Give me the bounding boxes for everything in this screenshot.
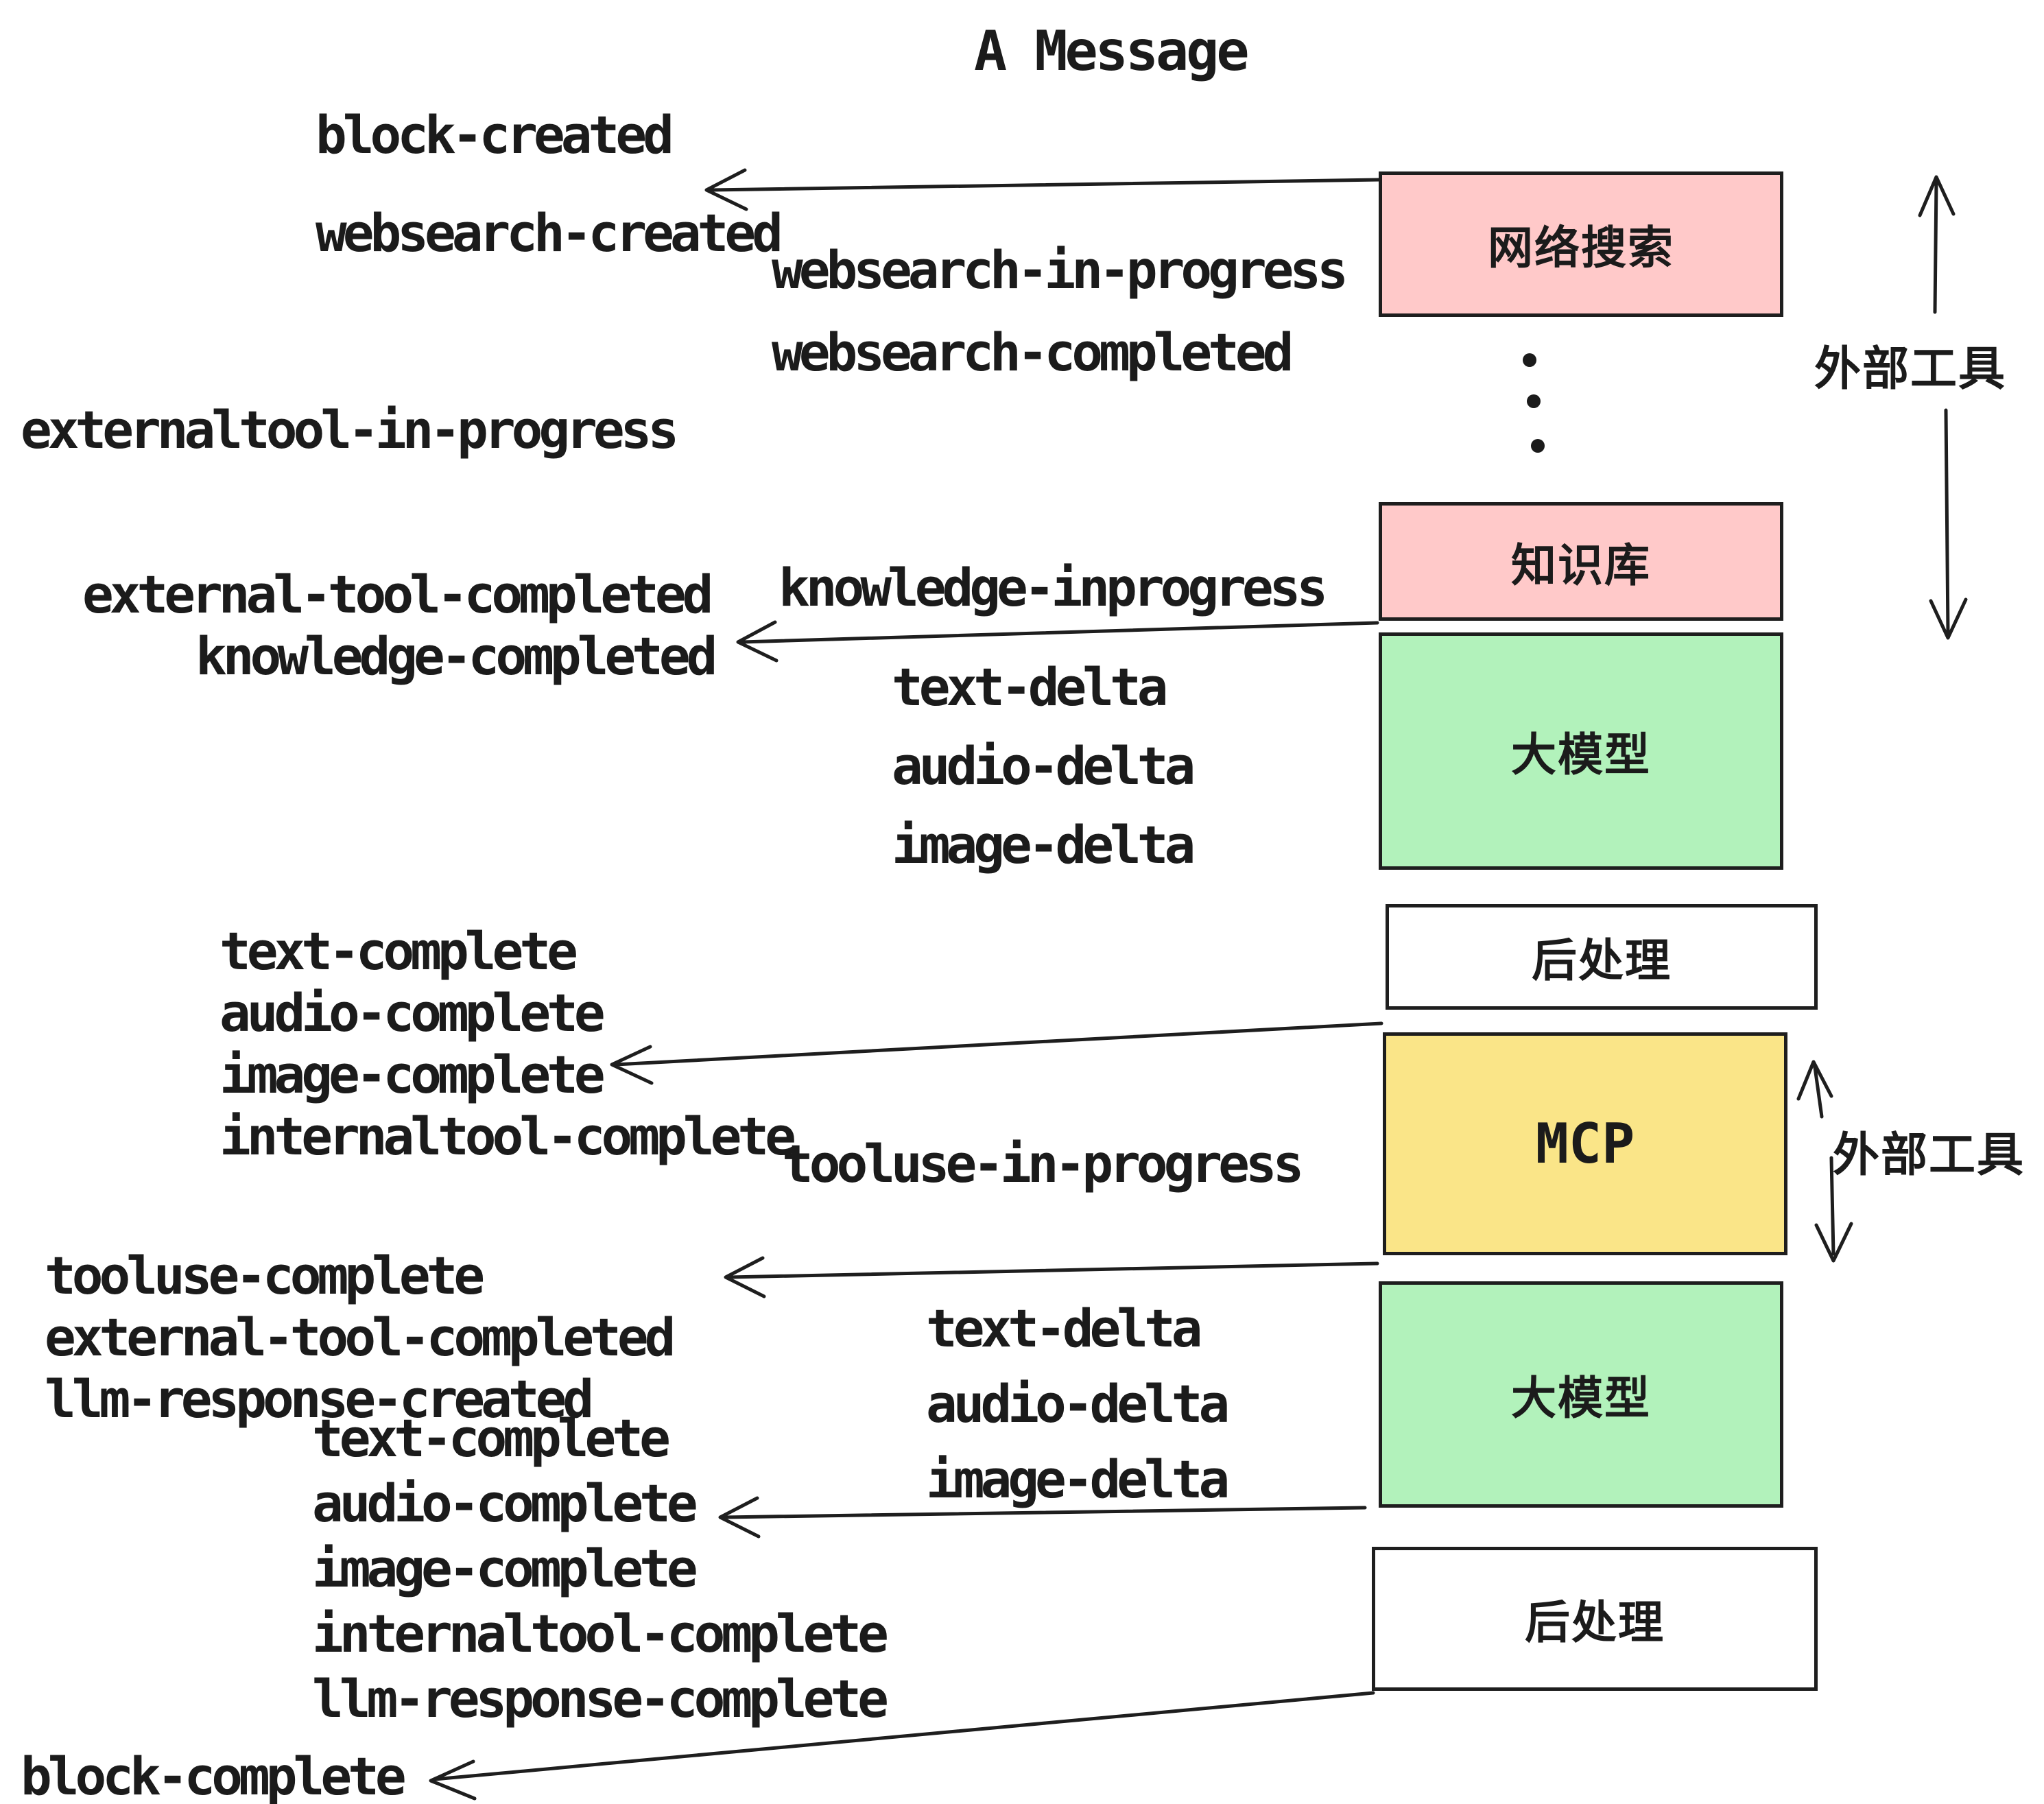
annotation-external-tools-1: 外部工具 xyxy=(1814,342,2007,396)
arrow-to-block-created xyxy=(704,168,1382,211)
event-internaltool-complete-1: internaltool-complete xyxy=(219,1106,796,1167)
event-text-complete-1: text-complete xyxy=(219,921,578,982)
arrow-to-audio-complete xyxy=(718,1496,1367,1539)
event-tooluse-complete: tooluse-complete xyxy=(45,1245,485,1306)
box-llm-2-label: 大模型 xyxy=(1511,1372,1651,1425)
event-audio-delta-1: audio-delta xyxy=(892,735,1196,796)
event-block-created: block-created xyxy=(316,104,674,165)
event-audio-complete-2: audio-complete xyxy=(312,1473,698,1534)
double-arrow-external-tools-2 xyxy=(1796,1060,1853,1263)
box-postprocess-1-label: 后处理 xyxy=(1532,934,1672,987)
page-title: A Message xyxy=(974,19,1249,83)
box-postprocess-2-label: 后处理 xyxy=(1525,1596,1665,1649)
arrow-to-block-complete xyxy=(429,1691,1375,1801)
box-mcp-label: MCP xyxy=(1535,1112,1635,1176)
event-llm-response-created: llm-response-created xyxy=(45,1368,594,1429)
arrow-to-tooluse-complete xyxy=(724,1256,1379,1298)
box-llm-1-label: 大模型 xyxy=(1511,728,1651,781)
event-external-tool-completed-1: external-tool-completed xyxy=(82,564,713,625)
double-arrow-external-tools-1 xyxy=(1918,175,1968,640)
event-websearch-completed: websearch-completed xyxy=(772,322,1294,383)
event-websearch-in-progress: websearch-in-progress xyxy=(772,239,1348,300)
event-image-delta-1: image-delta xyxy=(892,814,1196,875)
event-image-complete-2: image-complete xyxy=(312,1538,698,1599)
event-text-delta-2: text-delta xyxy=(926,1298,1203,1359)
annotation-external-tools-2: 外部工具 xyxy=(1833,1128,2025,1183)
event-websearch-created: websearch-created xyxy=(316,202,783,263)
event-image-complete-1: image-complete xyxy=(219,1044,606,1105)
box-llm-1: 大模型 xyxy=(1379,632,1783,870)
event-text-complete-2: text-complete xyxy=(312,1408,671,1469)
event-llm-response-complete: llm-response-complete xyxy=(312,1668,889,1729)
arrow-to-image-complete xyxy=(610,1021,1383,1085)
ellipsis-dots xyxy=(1523,353,1545,453)
event-knowledge-completed: knowledge-completed xyxy=(195,626,717,687)
event-image-delta-2: image-delta xyxy=(926,1449,1230,1510)
box-websearch: 网络搜索 xyxy=(1379,171,1783,317)
box-mcp: MCP xyxy=(1383,1032,1787,1255)
box-knowledge: 知识库 xyxy=(1379,502,1783,621)
box-knowledge-label: 知识库 xyxy=(1511,538,1651,592)
arrow-to-knowledge-completed xyxy=(736,620,1379,663)
box-postprocess-1: 后处理 xyxy=(1386,904,1818,1010)
event-audio-delta-2: audio-delta xyxy=(926,1373,1230,1434)
event-knowledge-inprogress: knowledge-inprogress xyxy=(779,557,1328,618)
box-websearch-label: 网络搜索 xyxy=(1488,222,1674,274)
event-audio-complete-1: audio-complete xyxy=(219,982,606,1043)
event-externaltool-in-progress: externaltool-in-progress xyxy=(21,399,679,460)
event-external-tool-completed-2: external-tool-completed xyxy=(45,1307,676,1368)
event-internaltool-complete-2: internaltool-complete xyxy=(312,1603,889,1664)
event-tooluse-in-progress: tooluse-in-progress xyxy=(782,1133,1304,1194)
box-llm-2: 大模型 xyxy=(1379,1281,1783,1508)
event-text-delta-1: text-delta xyxy=(892,656,1169,717)
box-postprocess-2: 后处理 xyxy=(1372,1547,1818,1691)
event-block-complete: block-complete xyxy=(21,1746,407,1804)
